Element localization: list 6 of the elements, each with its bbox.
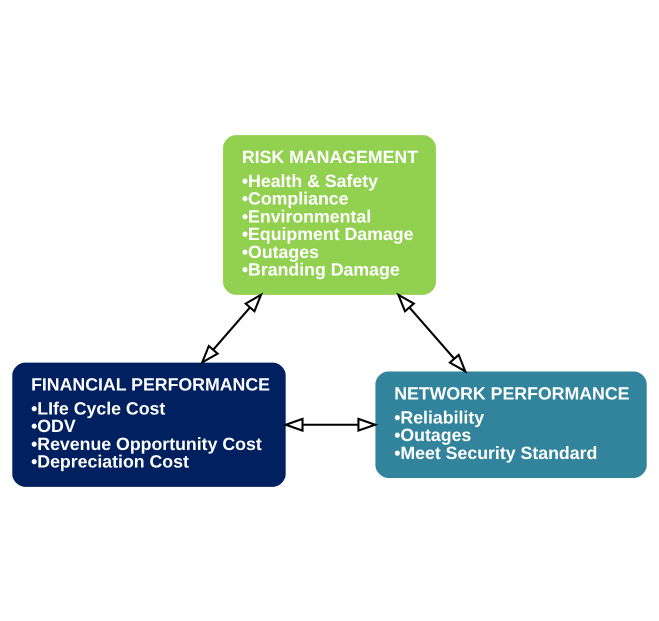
- node-box: NETWORK PERFORMANCE •Reliability •Outages •Meet Security Standard: [375, 371, 647, 478]
- arrow: [396, 292, 468, 374]
- arrow: [200, 292, 264, 364]
- node-box: FINANCIAL PERFORMANCE •LIfe Cycle Cost •ODV •Revenue Opportunity Cost •Depreciation Cost: [12, 362, 286, 486]
- node-box: RISK MANAGEMENT •Health & Safety •Compliance •Environmental •Equipment Damage •Outages •Branding Damage: [223, 134, 436, 294]
- arrow: [282, 416, 378, 432]
